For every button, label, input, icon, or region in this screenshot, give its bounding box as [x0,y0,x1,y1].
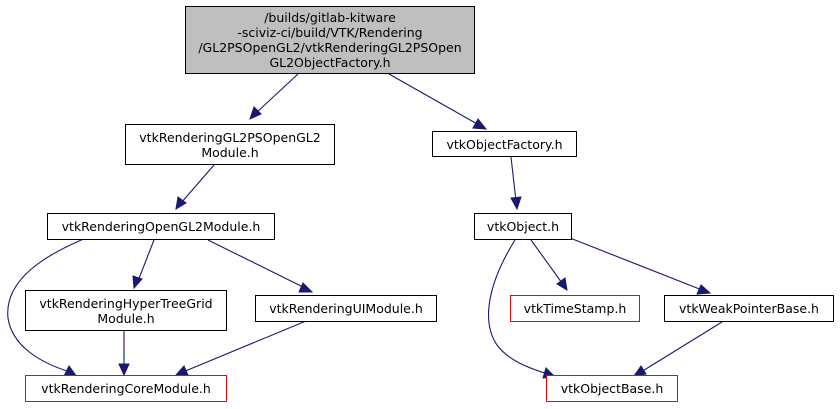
edge-vtk-object-to-time-stamp [530,239,563,284]
arrowhead [298,282,314,293]
node-label-line: vtkObjectFactory.h [446,136,563,152]
edge-vtk-object-to-object-base [488,239,549,375]
edge-opengl2-to-hypertreegrid-module [137,239,155,282]
arrowhead [472,118,488,130]
arrowhead [118,363,130,377]
node-label-line: vtkRenderingOpenGL2Module.h [61,219,261,234]
node-ui-module[interactable]: vtkRenderingUIModule.h [255,295,437,322]
edge-opengl2-to-core-module [7,237,87,373]
node-label-line: vtkTimeStamp.h [523,301,627,316]
node-opengl2-module[interactable]: vtkRenderingOpenGL2Module.h [47,213,275,240]
arrowhead [175,196,187,210]
node-label-line: /GL2PSOpenGL2/vtkRenderingGL2PSOpen [198,40,462,55]
edge-gl2ps-to-opengl2-module [180,164,215,204]
node-label-line: vtkRenderingGL2PSOpenGL2 [139,129,321,145]
node-weak-pointer-base[interactable]: vtkWeakPointerBase.h [664,295,834,322]
node-object-base[interactable]: vtkObjectBase.h [546,375,678,402]
edge-object-factory-to-vtk-object [510,156,517,202]
node-label-line: Module.h [97,310,155,326]
node-label-line: Module.h [201,144,259,160]
node-hypertreegrid-module[interactable]: vtkRenderingHyperTreeGrid Module.h [25,290,227,331]
node-core-module[interactable]: vtkRenderingCoreModule.h [25,375,227,402]
node-label-line: vtkRenderingUIModule.h [269,301,423,316]
node-gl2ps-module[interactable]: vtkRenderingGL2PSOpenGL2 Module.h [125,124,335,165]
arrowhead [696,284,712,295]
arrowhead [556,277,568,291]
node-object-factory[interactable]: vtkObjectFactory.h [432,131,577,157]
node-vtk-object[interactable]: vtkObject.h [474,213,572,240]
node-label-line: vtkObjectBase.h [560,381,664,396]
arrowhead [174,365,189,376]
node-label-line: vtkRenderingCoreModule.h [41,381,211,396]
edge-opengl2-to-ui-module [207,239,306,289]
edge-vtk-object-to-weak-pointer-base [569,237,703,291]
node-root-header: /builds/gitlab-kitware -sciviz-ci/build/… [185,6,475,74]
node-label-line: GL2ObjectFactory.h [269,55,391,70]
edge-ui-to-core-module [182,320,307,373]
edge-weak-pointer-base-to-object-base [640,321,723,373]
node-label-line: vtkWeakPointerBase.h [679,301,819,316]
node-time-stamp[interactable]: vtkTimeStamp.h [510,295,640,322]
arrowhead [249,106,262,120]
node-label-line: -sciviz-ci/build/VTK/Rendering [237,25,423,40]
arrowhead [132,275,143,290]
node-label-line: vtkRenderingHyperTreeGrid [39,295,213,311]
edge-root-to-gl2ps-module [255,73,299,114]
node-label-line: /builds/gitlab-kitware [264,10,396,25]
node-label-line: vtkObject.h [486,219,560,234]
edge-root-to-object-factory [388,73,480,126]
arrowhead [510,196,522,211]
